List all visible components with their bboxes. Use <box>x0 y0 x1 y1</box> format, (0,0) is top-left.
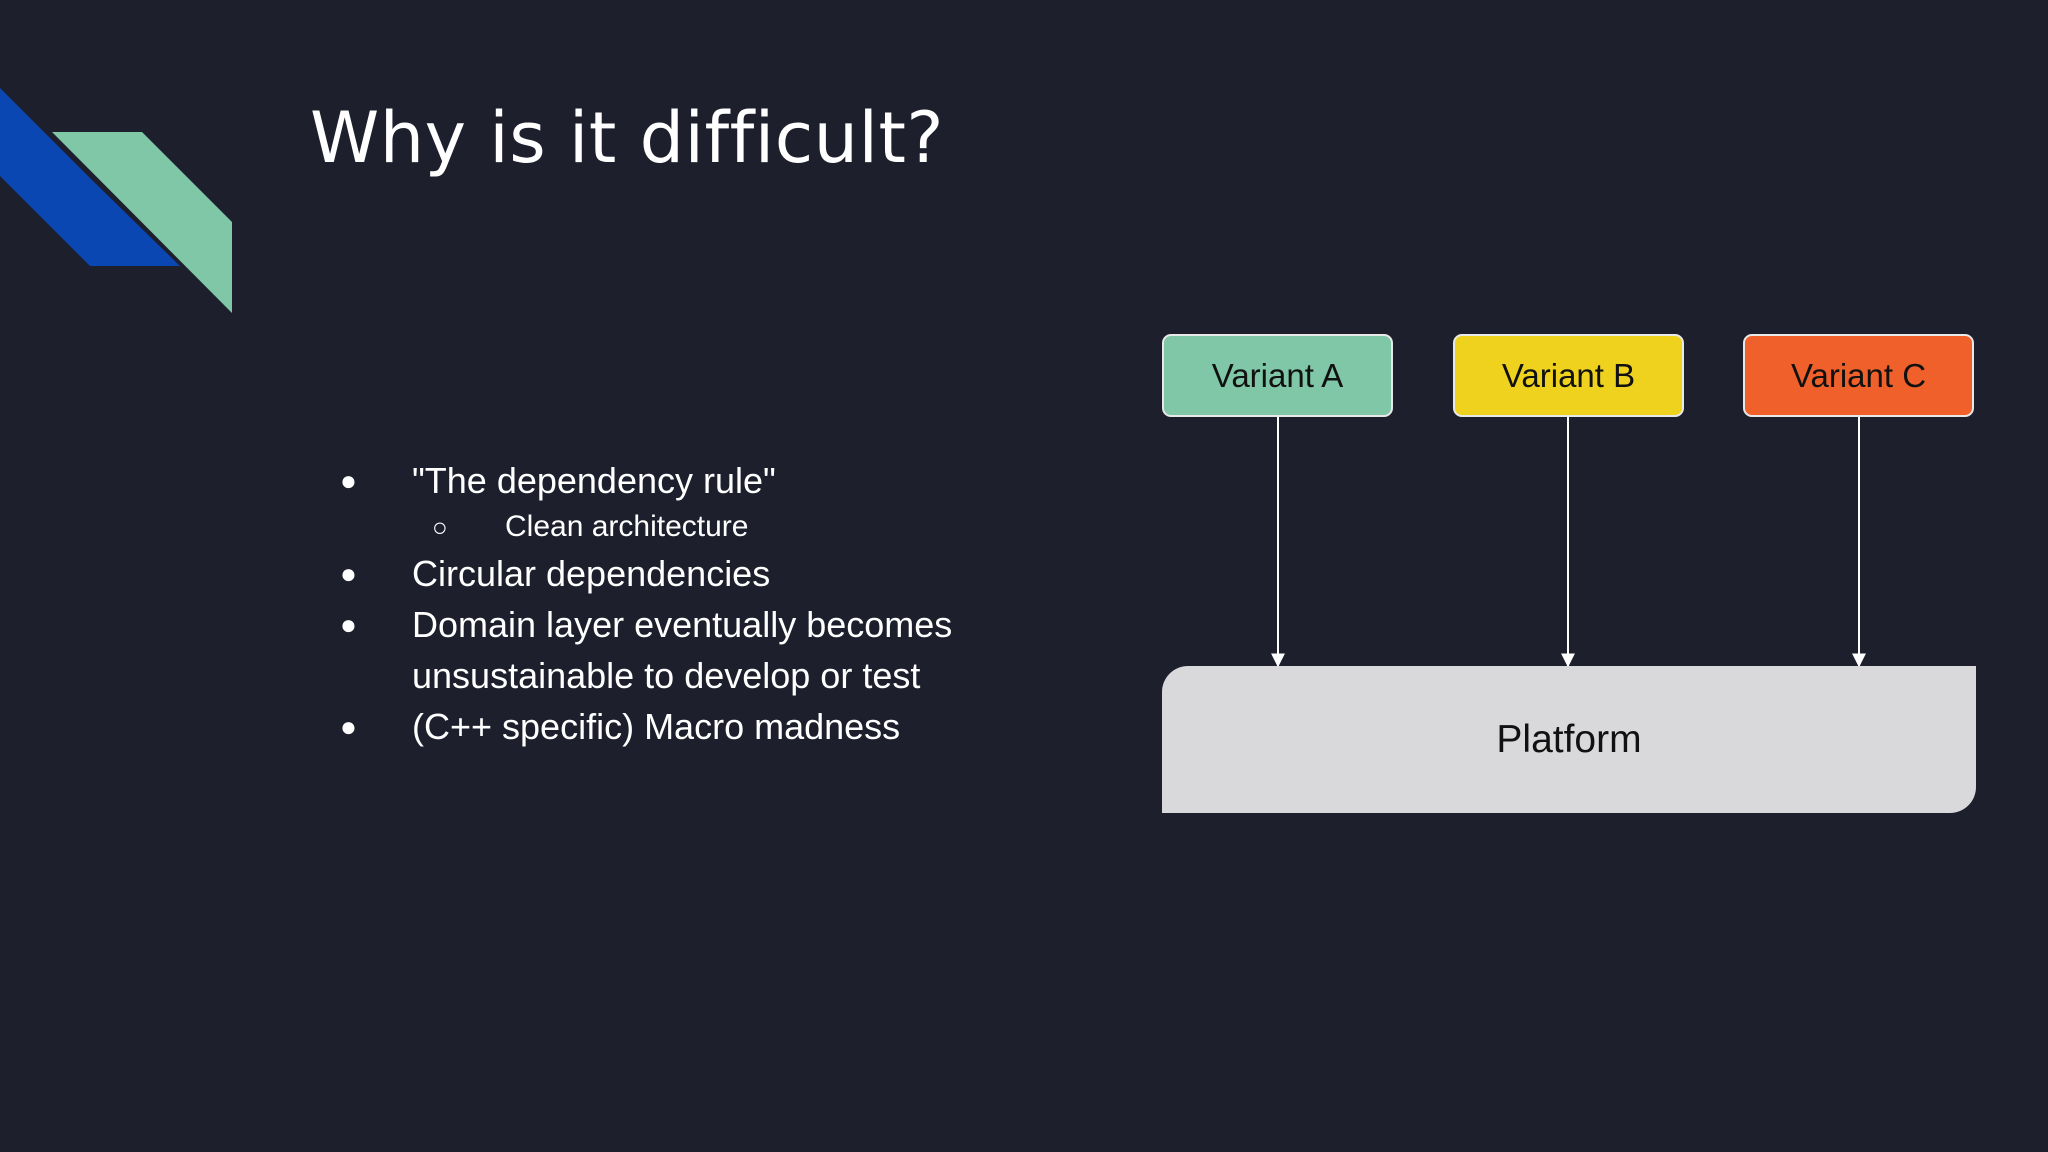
bullet-dot: ● <box>340 558 357 589</box>
bullet-item: ● Circular dependencies <box>330 548 1030 599</box>
variant-a-label: Variant A <box>1211 356 1344 394</box>
platform-label: Platform <box>1496 717 1642 761</box>
bullet-dot: ● <box>340 609 357 640</box>
sub-bullet-circle: ○ <box>432 512 448 542</box>
green-stripe <box>52 132 232 313</box>
variant-a-box: Variant A <box>1162 334 1393 417</box>
bullet-dot: ● <box>340 711 357 742</box>
bullet-list: ● "The dependency rule" ○ Clean architec… <box>330 455 1030 752</box>
bullet-text: Circular dependencies <box>412 553 771 594</box>
variant-c-box: Variant C <box>1743 334 1974 417</box>
platform-box: Platform <box>1162 666 1976 813</box>
variant-c-label: Variant C <box>1790 356 1927 394</box>
bullet-text: Domain layer eventually becomes unsustai… <box>412 604 953 696</box>
slide-title: Why is it difficult? <box>310 97 945 179</box>
sub-bullet-item: ○ Clean architecture <box>320 506 1030 548</box>
corner-decoration <box>0 88 232 313</box>
variant-b-box: Variant B <box>1453 334 1684 417</box>
bullet-dot: ● <box>340 465 357 496</box>
bullet-item: ● Domain layer eventually becomes unsust… <box>330 599 1030 701</box>
sub-bullet-text: Clean architecture <box>505 510 749 543</box>
bullet-text: (C++ specific) Macro madness <box>412 706 901 747</box>
bullet-text: "The dependency rule" <box>412 460 776 501</box>
variant-b-label: Variant B <box>1501 356 1636 394</box>
bullet-item: ● "The dependency rule" <box>330 455 1030 506</box>
bullet-item: ● (C++ specific) Macro madness <box>330 701 1030 752</box>
blue-stripe <box>0 88 180 266</box>
